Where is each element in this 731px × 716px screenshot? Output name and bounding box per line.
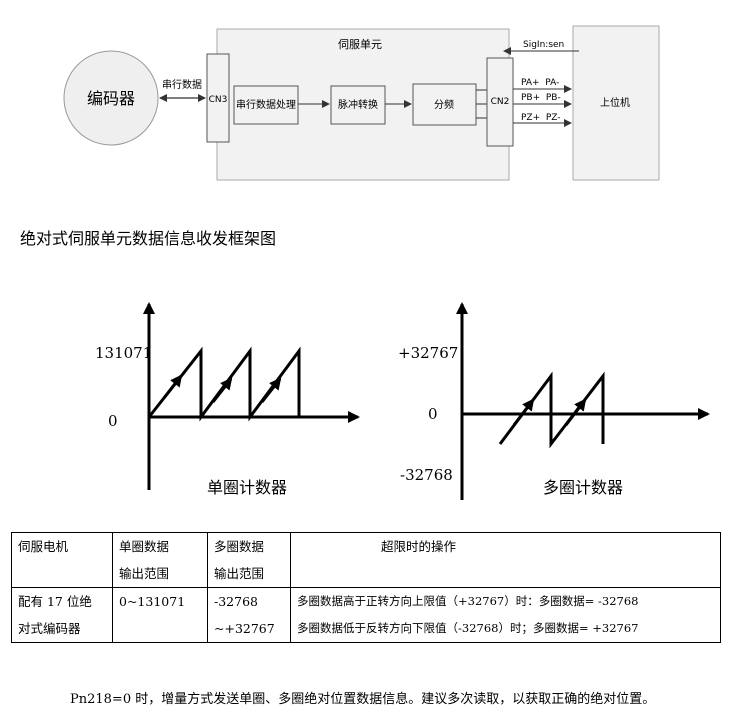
host-box bbox=[572, 25, 660, 181]
header-cell-single: 单圈数据输出范围 bbox=[112, 532, 208, 588]
single-ramp-arrow-2 bbox=[211, 377, 233, 403]
pa-label: PA+ PA- bbox=[521, 78, 559, 88]
host-label: 上位机 bbox=[600, 96, 630, 109]
divider-box bbox=[412, 83, 477, 126]
multi-ramp-arrow-2 bbox=[564, 398, 587, 426]
single-zero-label: 0 bbox=[108, 412, 118, 430]
divider-label: 分频 bbox=[434, 98, 454, 111]
multi-title: 多圈计数器 bbox=[543, 478, 623, 497]
servo-unit-title: 伺服单元 bbox=[338, 38, 382, 51]
cn2-label: CN2 bbox=[491, 97, 510, 107]
footnote: Pn218=0 时，增量方式发送单圈、多圈绝对位置数据信息。建议多次读取，以获取… bbox=[70, 692, 656, 707]
header-cell-motor: 伺服电机 bbox=[11, 532, 113, 588]
multi-zero-label: 0 bbox=[428, 405, 438, 423]
multi-ramp-arrow-1 bbox=[512, 398, 535, 426]
header-cell-multi: 多圈数据输出范围 bbox=[207, 532, 291, 588]
encoder-label: 编码器 bbox=[87, 89, 135, 108]
overflow-table: 伺服电机 单圈数据输出范围 多圈数据输出范围 超限时的操作 配有 17 位绝对式… bbox=[11, 532, 721, 643]
serial-data-label: 串行数据 bbox=[162, 78, 202, 91]
single-ramp-arrow-3 bbox=[260, 377, 282, 403]
pz-label: PZ+ PZ- bbox=[521, 113, 561, 123]
cn3-label: CN3 bbox=[209, 95, 228, 105]
single-sawtooth bbox=[147, 346, 301, 422]
multi-max-label: +32767 bbox=[398, 344, 458, 362]
serial-processing-label: 串行数据处理 bbox=[236, 98, 296, 111]
single-title: 单圈计数器 bbox=[207, 478, 287, 497]
pulse-convert-box bbox=[330, 85, 386, 125]
encoder-circle bbox=[63, 50, 159, 146]
table-row: 配有 17 位绝对式编码器 0~131071 -32768~+32767 多圈数… bbox=[11, 587, 721, 643]
multi-sawtooth bbox=[498, 371, 605, 449]
header-cell-overflow: 超限时的操作 bbox=[290, 532, 721, 588]
pb-label: PB+ PB- bbox=[521, 93, 561, 103]
cell-motor: 配有 17 位绝对式编码器 bbox=[11, 587, 113, 643]
cn2-connector bbox=[486, 57, 514, 147]
pulse-convert-label: 脉冲转换 bbox=[338, 98, 378, 111]
multi-min-label: -32768 bbox=[400, 466, 453, 484]
serial-processing-box bbox=[233, 85, 299, 125]
table-header-row: 伺服电机 单圈数据输出范围 多圈数据输出范围 超限时的操作 bbox=[11, 532, 721, 588]
cn3-connector bbox=[206, 53, 230, 143]
single-max-label: 131071 bbox=[95, 344, 152, 362]
cell-single-range: 0~131071 bbox=[112, 587, 208, 643]
diagram-caption: 绝对式伺服单元数据信息收发框架图 bbox=[20, 229, 277, 248]
single-ramp-arrow-1 bbox=[162, 374, 183, 399]
sen-signal-label: SigIn:sen bbox=[523, 40, 564, 50]
cell-multi-range: -32768~+32767 bbox=[207, 587, 291, 643]
